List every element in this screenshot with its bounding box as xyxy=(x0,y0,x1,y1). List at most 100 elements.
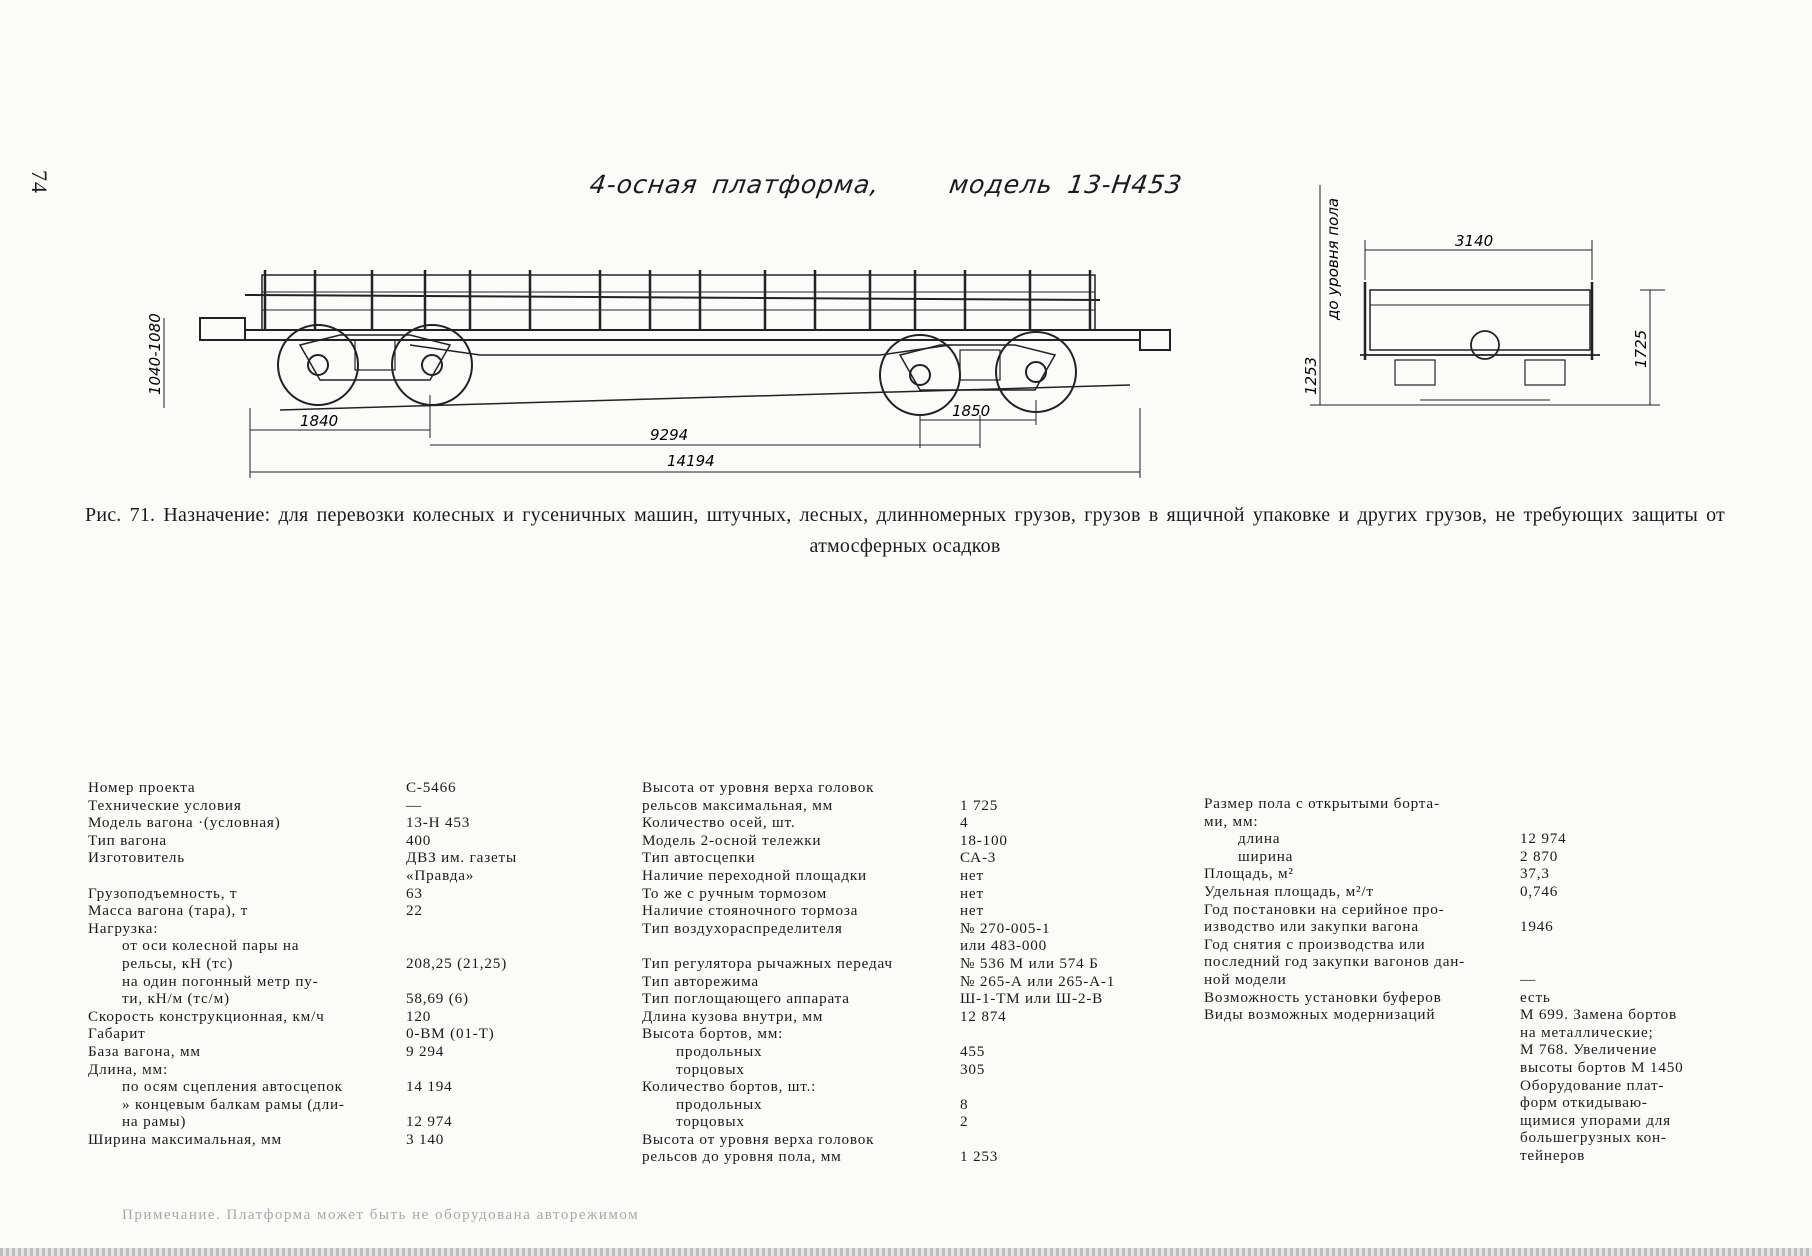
dim-side-height: 1725 xyxy=(1632,330,1650,368)
platform-drawing: 1040-1080 1840 9294 1850 14194 3140 до у… xyxy=(146,185,1665,478)
spec-row: Технические условия — xyxy=(88,797,517,815)
spec-value: нет xyxy=(960,866,984,884)
spec-value: нет xyxy=(960,884,984,902)
spec-label: Тип автосцепки xyxy=(642,849,756,867)
scan-edge xyxy=(0,1248,1812,1256)
spec-row: Габарит 0-ВМ (01-Т) xyxy=(88,1025,517,1043)
end-view xyxy=(1360,282,1600,401)
spec-row: Тип авторежима № 265-А или 265-А-1 xyxy=(642,973,1115,991)
spec-row: Нагрузка: xyxy=(88,920,517,938)
spec-row: Тип поглощающего аппарата Ш-1-ТМ или Ш-2-… xyxy=(642,990,1115,1008)
dim-floor-height: 1253 xyxy=(1302,357,1320,395)
spec-row: Модель вагона ·(условная) 13-Н 453 xyxy=(88,814,517,832)
spec-row: Количество осей, шт. 4 xyxy=(642,814,1115,832)
spec-row: Год постановки на серийное про- изводств… xyxy=(1204,901,1684,936)
spec-label: по осям сцепления автосцепок xyxy=(122,1078,343,1096)
spec-label: Тип воздухораспределителя xyxy=(642,919,843,937)
spec-value: 1 725 xyxy=(960,796,999,814)
spec-value: есть xyxy=(1520,988,1551,1006)
spec-label: Модель 2-осной тележки xyxy=(642,831,822,849)
spec-value: 1 253 xyxy=(960,1148,999,1166)
spec-value: СА-3 xyxy=(960,849,997,867)
dim-width: 3140 xyxy=(1455,232,1493,250)
spec-label: торцовых xyxy=(676,1060,745,1078)
spec-value: 1946 xyxy=(1520,918,1554,936)
spec-value: 455 xyxy=(960,1042,986,1060)
spec-label: Высота бортов, мм: xyxy=(642,1025,784,1043)
spec-label: Высота от уровня верха головок рельсов д… xyxy=(642,1130,875,1166)
spec-value: 13-Н 453 xyxy=(406,814,471,832)
spec-label: от оси колесной пары на рельсы, кН (тс) xyxy=(122,937,300,972)
spec-value: — xyxy=(406,796,422,814)
spec-label: Наличие переходной площадки xyxy=(642,866,867,884)
side-view xyxy=(199,270,1171,416)
spec-label: длина xyxy=(1238,830,1281,848)
spec-row: Масса вагона (тара), т 22 xyxy=(88,902,517,920)
spec-label: Год постановки на серийное про- изводств… xyxy=(1204,900,1445,936)
spec-label: Тип вагона xyxy=(88,831,167,849)
footnote: Примечание. Платформа может быть не обор… xyxy=(122,1207,640,1223)
end-view-dimensions xyxy=(1310,185,1665,406)
coupler-right xyxy=(1139,329,1171,351)
spec-label: Скорость конструкционная, км/ч xyxy=(88,1007,325,1025)
spec-value: 0-ВМ (01-Т) xyxy=(406,1025,495,1043)
spec-label: Год снятия с производства или последний … xyxy=(1204,935,1466,988)
spec-label: ширина xyxy=(1238,847,1294,865)
spec-value: 2 870 xyxy=(1520,847,1559,865)
spec-value: 2 xyxy=(960,1113,969,1131)
spec-value: 58,69 (6) xyxy=(406,990,469,1008)
spec-label: Грузоподъемность, т xyxy=(88,884,238,902)
spec-value: 3 140 xyxy=(406,1130,445,1148)
spec-label: Виды возможных модернизаций xyxy=(1204,1006,1436,1024)
spec-label: Тип поглощающего аппарата xyxy=(642,990,850,1008)
spec-label: Размер пола с открытыми борта- ми, мм: xyxy=(1204,795,1440,830)
spec-label: То же с ручным тормозом xyxy=(642,884,828,902)
spec-value: № 265-А или 265-А-1 xyxy=(960,972,1116,990)
dimension-lines xyxy=(163,318,1141,478)
dim-bogie-base: 1850 xyxy=(952,402,990,420)
spec-label: Технические условия xyxy=(88,796,242,814)
spec-row: Тип автосцепки СА-3 xyxy=(642,849,1115,867)
coupler-left xyxy=(199,317,246,341)
spec-value: — xyxy=(1520,970,1536,988)
spec-row: продольных 455 xyxy=(642,1043,1115,1061)
spec-value: 208,25 (21,25) xyxy=(406,954,508,972)
spec-label: Количество бортов, шт.: xyxy=(642,1078,817,1096)
spec-value: 12 874 xyxy=(960,1007,1007,1025)
spec-value: 12 974 xyxy=(406,1113,453,1131)
spec-label: продольных xyxy=(676,1042,763,1060)
spec-label: » концевым балкам рамы (дли- на рамы) xyxy=(122,1095,345,1131)
spec-value: Ш-1-ТМ или Ш-2-В xyxy=(960,990,1103,1008)
spec-label: Габарит xyxy=(88,1025,146,1043)
spec-row: на один погонный метр пу- ти, кН/м (тс/м… xyxy=(88,973,517,1008)
spec-label: Модель вагона ·(условная) xyxy=(88,814,281,832)
spec-label: Площадь, м² xyxy=(1204,865,1294,883)
spec-value: 63 xyxy=(406,884,423,902)
spec-value: 18-100 xyxy=(960,831,1008,849)
spec-label: Масса вагона (тара), т xyxy=(88,902,249,920)
spec-row: То же с ручным тормозом нет xyxy=(642,885,1115,903)
spec-value: № 536 М или 574 Б xyxy=(960,954,1099,972)
spec-label: Удельная площадь, м²/т xyxy=(1204,882,1374,900)
dim-length: 14194 xyxy=(667,452,715,470)
bogie-left xyxy=(277,324,473,406)
spec-label: Количество осей, шт. xyxy=(642,814,796,832)
spec-label: Тип авторежима xyxy=(642,972,759,990)
spec-value: 22 xyxy=(406,902,423,920)
spec-value: 4 xyxy=(960,814,969,832)
spec-label: на один погонный метр пу- ти, кН/м (тс/м… xyxy=(122,972,319,1008)
spec-label: продольных xyxy=(676,1095,763,1113)
spec-value: нет xyxy=(960,902,984,920)
